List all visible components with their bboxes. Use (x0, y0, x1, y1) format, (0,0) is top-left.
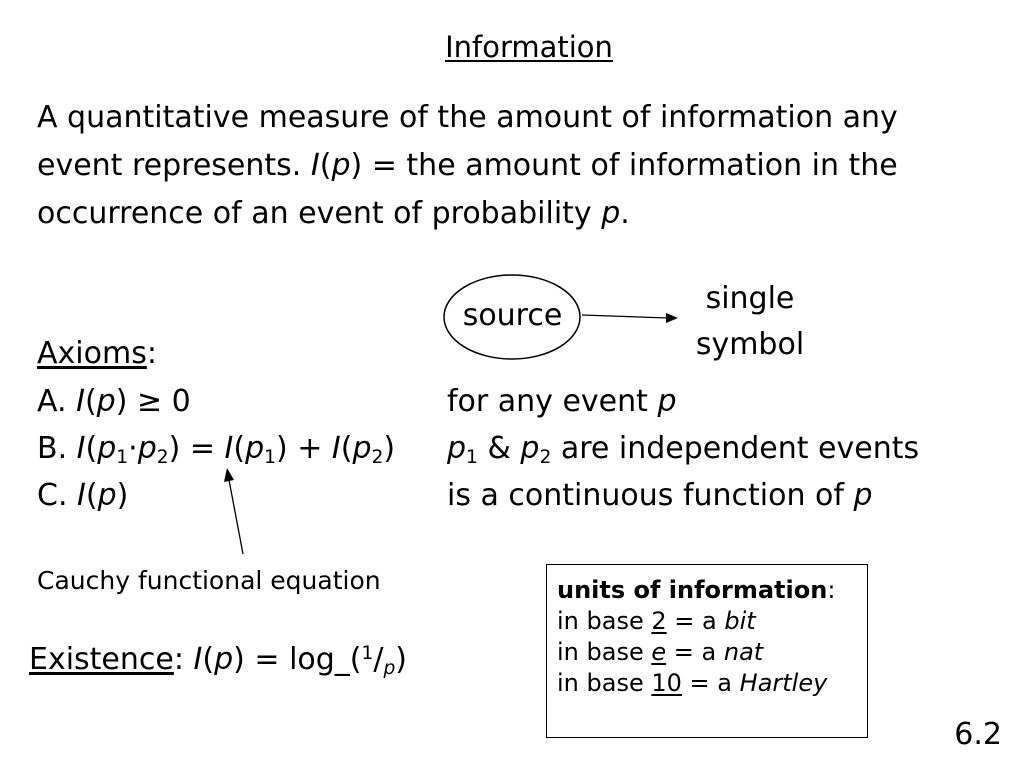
intro-paragraph: A quantitative measure of the amount of … (37, 100, 898, 231)
unit-base: 10 (651, 669, 682, 697)
log-expr: = log_( (254, 642, 362, 677)
source-arrow (581, 314, 669, 319)
unit-base: 2 (651, 607, 667, 635)
plus-sign: + (297, 431, 323, 466)
single-symbol-label: single symbol (680, 276, 820, 368)
subscript-2: 2 (539, 447, 552, 468)
info-symbol: I (310, 148, 320, 183)
intro-line-1: A quantitative measure of the amount of … (37, 100, 898, 135)
slide-title: Information (445, 30, 613, 64)
unit-prefix: in base (557, 607, 644, 635)
axioms-colon: : (146, 336, 157, 371)
existence-colon: : (173, 642, 184, 677)
prob-symbol: p (214, 642, 234, 677)
intro-line-3: occurrence of an event of probability (37, 196, 592, 231)
axiom-a-desc-text: for any event (447, 384, 648, 419)
subscript-1: 1 (264, 447, 276, 468)
axiom-a: A. I(p) ≥ 0 (37, 384, 191, 419)
prob-symbol: p (657, 384, 677, 419)
prob-symbol: p (96, 384, 116, 419)
unit-base: e (651, 638, 667, 666)
axiom-b-description: p1 & p2 are independent events (447, 431, 920, 468)
cauchy-note: Cauchy functional equation (37, 566, 381, 595)
prob-symbol: p (601, 196, 621, 231)
fraction-slash: / (373, 642, 384, 677)
prob-symbol: p (447, 431, 467, 466)
fraction-denominator: p (383, 658, 396, 679)
info-symbol: I (193, 642, 203, 677)
equals-sign: = (189, 431, 215, 466)
units-heading: units of information: (557, 575, 867, 606)
intro-line-2-b: = the amount of information in the (371, 148, 898, 183)
units-box: units of information: in base 2 = a bit … (546, 564, 868, 738)
info-symbol: I (76, 431, 86, 466)
axiom-b-label: B. (37, 431, 68, 466)
axiom-c: C. I(p) (37, 478, 129, 513)
unit-prefix: in base (557, 669, 644, 697)
subscript-1: 1 (466, 447, 478, 468)
axiom-a-label: A. (37, 384, 67, 419)
cauchy-arrowhead (224, 468, 234, 482)
single-line-1: single (705, 281, 795, 316)
subscript-1: 1 (116, 447, 129, 468)
cauchy-arrow (228, 479, 244, 555)
multiply-dot: · (128, 431, 138, 466)
unit-name: nat (723, 638, 764, 666)
prob-symbol: p (97, 478, 117, 513)
intro-line-2-a: event represents. (37, 148, 302, 183)
period: . (620, 196, 630, 231)
unit-row: in base 10 = a Hartley (557, 668, 867, 699)
subscript-2: 2 (371, 447, 384, 468)
axiom-c-label: C. (37, 478, 68, 513)
unit-name: bit (724, 607, 756, 635)
existence-label: Existence (29, 642, 174, 677)
close-paren: ) (395, 642, 407, 677)
prob-symbol: p (853, 478, 873, 513)
fraction-numerator: 1 (361, 643, 374, 664)
source-ellipse (443, 274, 581, 360)
axiom-b-desc-text: are independent events (560, 431, 920, 466)
single-line-2: symbol (695, 327, 805, 362)
ampersand: & (487, 431, 511, 466)
info-symbol: I (331, 431, 341, 466)
unit-row: in base 2 = a bit (557, 606, 867, 637)
axiom-a-expr: ≥ 0 (136, 384, 191, 419)
unit-name: Hartley (739, 669, 828, 697)
axiom-c-desc-text: is a continuous function of (447, 478, 844, 513)
slide-number: 6.2 (954, 717, 1002, 752)
prob-symbol: p (137, 431, 157, 466)
existence-formula: Existence: I(p) = log_(1/p) (29, 642, 407, 679)
prob-symbol: p (520, 431, 540, 466)
axioms-heading-text: Axioms (37, 336, 147, 371)
axiom-c-description: is a continuous function of p (447, 478, 873, 513)
axiom-a-description: for any event p (447, 384, 677, 419)
units-colon: : (827, 576, 836, 604)
axioms-heading: Axioms: (37, 336, 157, 371)
axiom-b: B. I(p1·p2) = I(p1) + I(p2) (37, 431, 396, 468)
units-heading-text: units of information (557, 576, 828, 604)
info-symbol: I (224, 431, 234, 466)
prob-symbol: p (352, 431, 372, 466)
unit-mid: = a (674, 607, 717, 635)
unit-row: in base e = a nat (557, 637, 867, 668)
prob-symbol: p (245, 431, 265, 466)
prob-symbol: p (331, 148, 351, 183)
info-symbol: I (76, 384, 85, 419)
unit-mid: = a (673, 638, 717, 666)
source-arrowhead (666, 313, 678, 323)
info-symbol: I (77, 478, 86, 513)
subscript-2: 2 (156, 447, 169, 468)
prob-symbol: p (97, 431, 117, 466)
unit-mid: = a (689, 669, 732, 697)
unit-prefix: in base (557, 638, 644, 666)
source-label: source (462, 298, 563, 333)
